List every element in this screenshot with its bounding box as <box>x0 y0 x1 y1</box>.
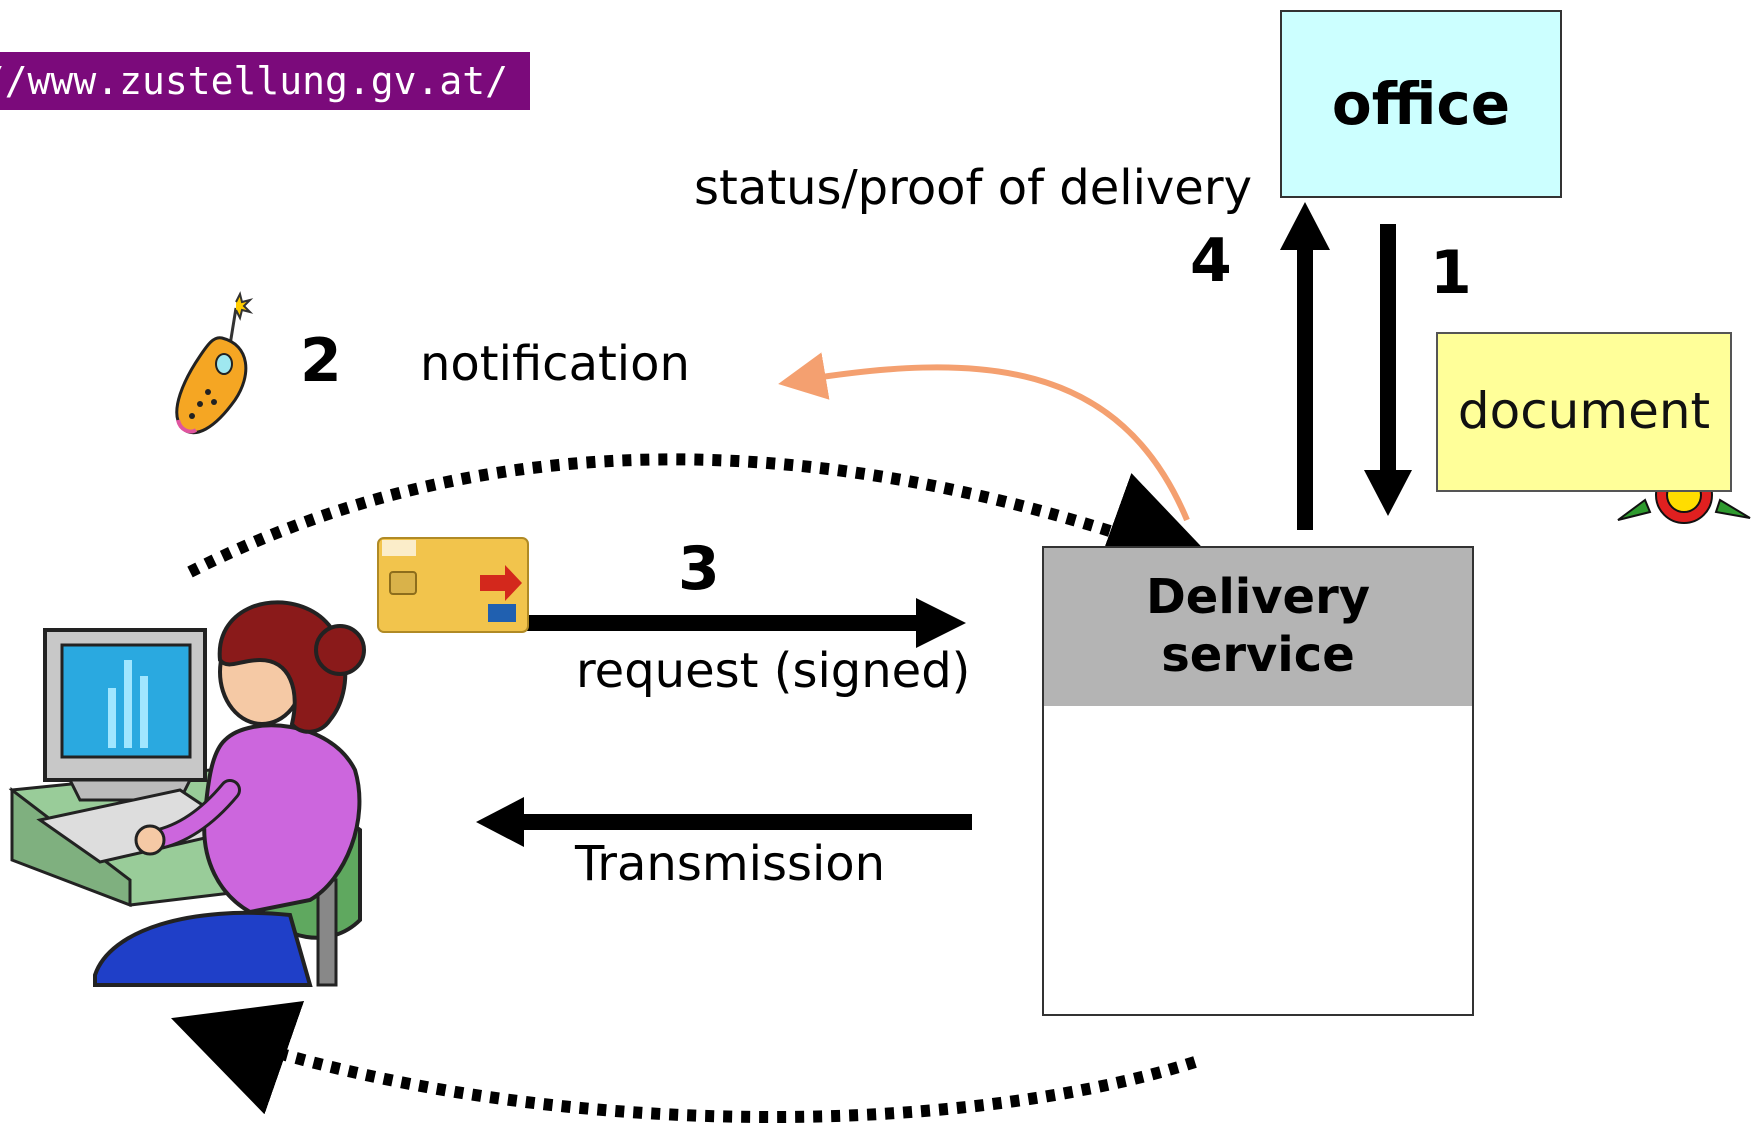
office-box: office <box>1280 10 1562 198</box>
arrow-status-up <box>1280 202 1330 530</box>
user-at-computer-icon <box>8 600 366 987</box>
step-3-number: 3 <box>678 534 720 604</box>
office-label: office <box>1331 70 1511 138</box>
arrow-document-down <box>1364 224 1412 516</box>
transmission-label: Transmission <box>575 836 886 892</box>
delivery-service-line1: Delivery <box>1145 569 1371 625</box>
arrow-notification <box>778 352 1190 522</box>
document-box: document <box>1436 332 1732 492</box>
request-label: request (signed) <box>576 643 971 699</box>
mobile-phone-icon <box>175 291 254 435</box>
delivery-service-box: Delivery service <box>1042 546 1474 1016</box>
url-text[interactable]: s://www.zustellung.gv.at/ <box>0 59 508 103</box>
document-label: document <box>1457 382 1711 440</box>
arrow-transmission <box>476 797 972 847</box>
status-proof-label: status/proof of delivery <box>694 160 1252 216</box>
delivery-service-line2: service <box>1161 627 1355 683</box>
dotted-arrow-top <box>187 453 1224 586</box>
step-2-number: 2 <box>300 326 342 396</box>
step-1-number: 1 <box>1430 238 1472 308</box>
dotted-arrow-bottom <box>171 1001 1197 1123</box>
step-4-number: 4 <box>1190 226 1232 296</box>
arrow-request <box>470 598 966 648</box>
delivery-service-header: Delivery service <box>1044 548 1472 706</box>
url-banner[interactable]: s://www.zustellung.gv.at/ <box>0 52 530 110</box>
smart-card-icon <box>377 537 529 633</box>
notification-label: notification <box>420 336 690 392</box>
